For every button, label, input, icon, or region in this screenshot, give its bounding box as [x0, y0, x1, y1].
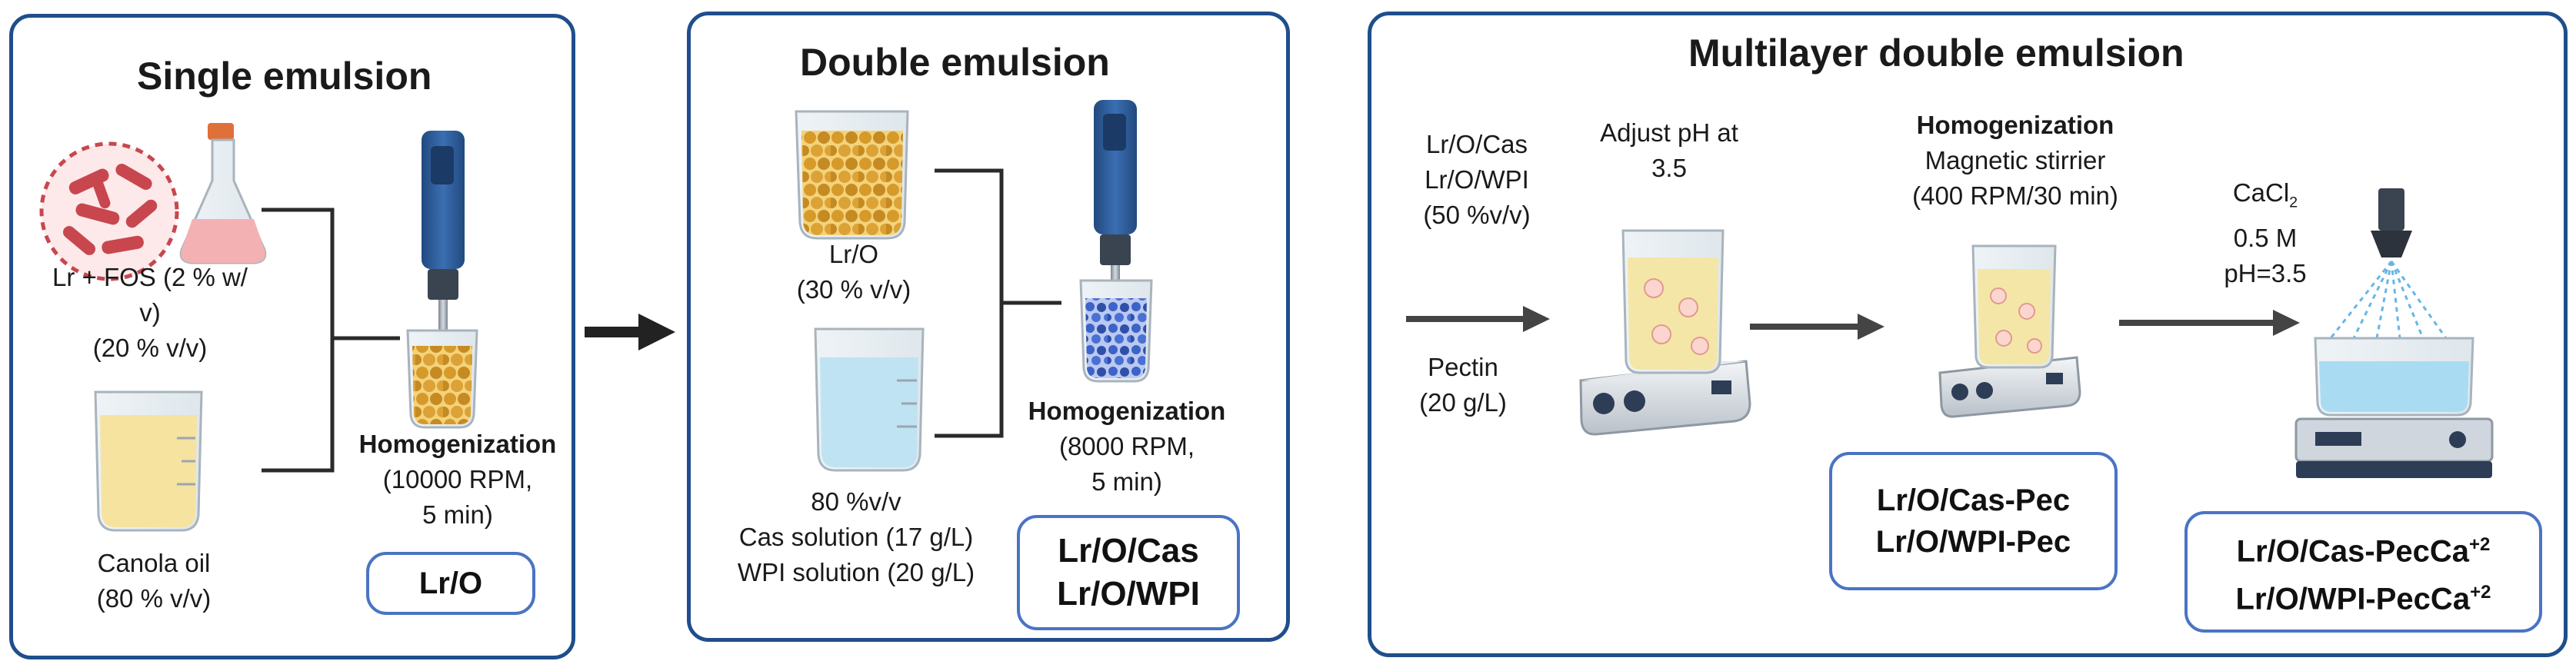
multilayer-title: Multilayer double emulsion: [1688, 32, 2184, 75]
cacl2-line-2: 0.5 M: [2233, 223, 2298, 252]
input-line-1: Lr/O/Cas: [1425, 130, 1528, 158]
merge-bracket-double: [935, 168, 1061, 438]
pecca-line-2-text: Lr/O/WPI-PecCa: [2235, 582, 2471, 616]
multilayer-homogenization-label: Homogenization Magnetic stirrier (400 RP…: [1885, 108, 2146, 214]
flask-icon: [179, 123, 267, 264]
lr-fos-label: Lr + FOS (2 % w/ v) (20 % v/v): [23, 260, 277, 366]
magnetic-stirrer-homog-icon: [1938, 244, 2081, 418]
lro-line-1: Lr/O: [828, 240, 879, 268]
multilayer-homog-title: Homogenization: [1916, 111, 2114, 139]
arrow-ph-to-homog-icon: [1750, 314, 1885, 340]
pecca-result-box: Lr/O/Cas-PecCa+2 Lr/O/WPI-PecCa+2: [2184, 511, 2542, 633]
water-beaker-icon: [814, 327, 925, 472]
double-homog-line-1: (8000 RPM,: [1058, 432, 1195, 460]
lr-fos-line-2: v): [139, 298, 161, 327]
homogenizer-double-icon: [1079, 100, 1153, 383]
lr-fos-line-3: (20 % v/v): [92, 334, 208, 362]
single-emulsion-title: Single emulsion: [137, 55, 432, 98]
single-result-box: Lr/O: [366, 552, 535, 615]
double-result-line-2: Lr/O/WPI: [1057, 575, 1200, 613]
arrow-inputs-icon: [1406, 306, 1550, 332]
double-result-box: Lr/O/Cas Lr/O/WPI: [1017, 515, 1240, 630]
magnetic-stirrer-ph-icon: [1579, 229, 1751, 436]
pecca-result-line-1: Lr/O/Cas-PecCa+2: [2237, 524, 2491, 572]
single-homog-line-1: (10000 RPM,: [382, 465, 533, 493]
multilayer-input-label: Lr/O/Cas Lr/O/WPI (50 %v/v): [1388, 127, 1565, 233]
cacl2-line-1: CaCl2: [2192, 175, 2338, 221]
pectin-label: Pectin (20 g/L): [1394, 350, 1532, 420]
pec-result-line-2: Lr/O/WPI-Pec: [1875, 525, 2071, 559]
cacl2-line-3: pH=3.5: [2224, 258, 2307, 287]
adjust-ph-line-1: Adjust pH at: [1600, 118, 1738, 147]
adjust-ph-line-2: 3.5: [1651, 154, 1687, 182]
lro-beaker-icon: [795, 110, 909, 240]
canola-oil-line-1: Canola oil: [97, 549, 211, 577]
double-homogenization-label: Homogenization (8000 RPM, 5 min): [1011, 394, 1242, 500]
aqueous-line-3: WPI solution (20 g/L): [737, 558, 975, 586]
arrow-homog-to-cacl-icon: [2119, 310, 2300, 336]
cacl2-main: CaCl: [2232, 178, 2290, 207]
pecca-result-line-2: Lr/O/WPI-PecCa+2: [2236, 572, 2491, 620]
double-homog-line-2: 5 min): [1091, 467, 1162, 496]
aqueous-line-2: Cas solution (17 g/L): [738, 523, 974, 551]
double-homog-title: Homogenization: [1028, 397, 1226, 425]
pecca-line-1-text: Lr/O/Cas-PecCa: [2236, 534, 2469, 568]
homogenizer-icon: [406, 131, 478, 429]
merge-bracket: [262, 208, 400, 473]
encapsulator-icon: [2294, 188, 2494, 478]
cacl2-subscript: 2: [2289, 194, 2298, 211]
pec-result-line-1: Lr/O/Cas-Pec: [1876, 483, 2071, 517]
multilayer-homog-line-2: (400 RPM/30 min): [1912, 181, 2118, 210]
aqueous-line-1: 80 %v/v: [811, 487, 901, 516]
single-result-label: Lr/O: [418, 566, 483, 600]
input-line-2: Lr/O/WPI: [1425, 165, 1529, 194]
adjust-ph-label: Adjust pH at 3.5: [1569, 115, 1769, 186]
canola-oil-label: Canola oil (80 % v/v): [46, 546, 262, 616]
pectin-line-2: (20 g/L): [1419, 388, 1507, 417]
single-homog-title: Homogenization: [358, 430, 557, 458]
lro-line-2: (30 % v/v): [796, 275, 911, 304]
double-emulsion-title: Double emulsion: [800, 41, 1110, 84]
pecca-line-1-charge: +2: [2468, 533, 2491, 555]
bacteria-magnifier-icon: [39, 141, 179, 281]
multilayer-homog-line-1: Magnetic stirrier: [1925, 146, 2106, 174]
pec-result-box: Lr/O/Cas-Pec Lr/O/WPI-Pec: [1829, 452, 2118, 590]
input-line-3: (50 %v/v): [1423, 201, 1531, 229]
lro-label: Lr/O (30 % v/v): [738, 237, 969, 307]
lr-fos-line-1: Lr + FOS (2 % w/: [52, 263, 248, 291]
pectin-line-1: Pectin: [1428, 353, 1498, 381]
canola-oil-beaker-icon: [94, 390, 203, 532]
canola-oil-line-2: (80 % v/v): [96, 584, 212, 613]
single-homogenization-label: Homogenization (10000 RPM, 5 min): [342, 427, 573, 533]
pecca-line-2-charge: +2: [2470, 582, 2491, 603]
single-homog-line-2: 5 min): [422, 500, 493, 529]
arrow-to-double-icon: [585, 314, 675, 350]
aqueous-phase-label: 80 %v/v Cas solution (17 g/L) WPI soluti…: [706, 484, 1006, 590]
double-result-line-1: Lr/O/Cas: [1058, 532, 1199, 570]
cacl2-label: CaCl2 0.5 M pH=3.5: [2192, 175, 2338, 291]
